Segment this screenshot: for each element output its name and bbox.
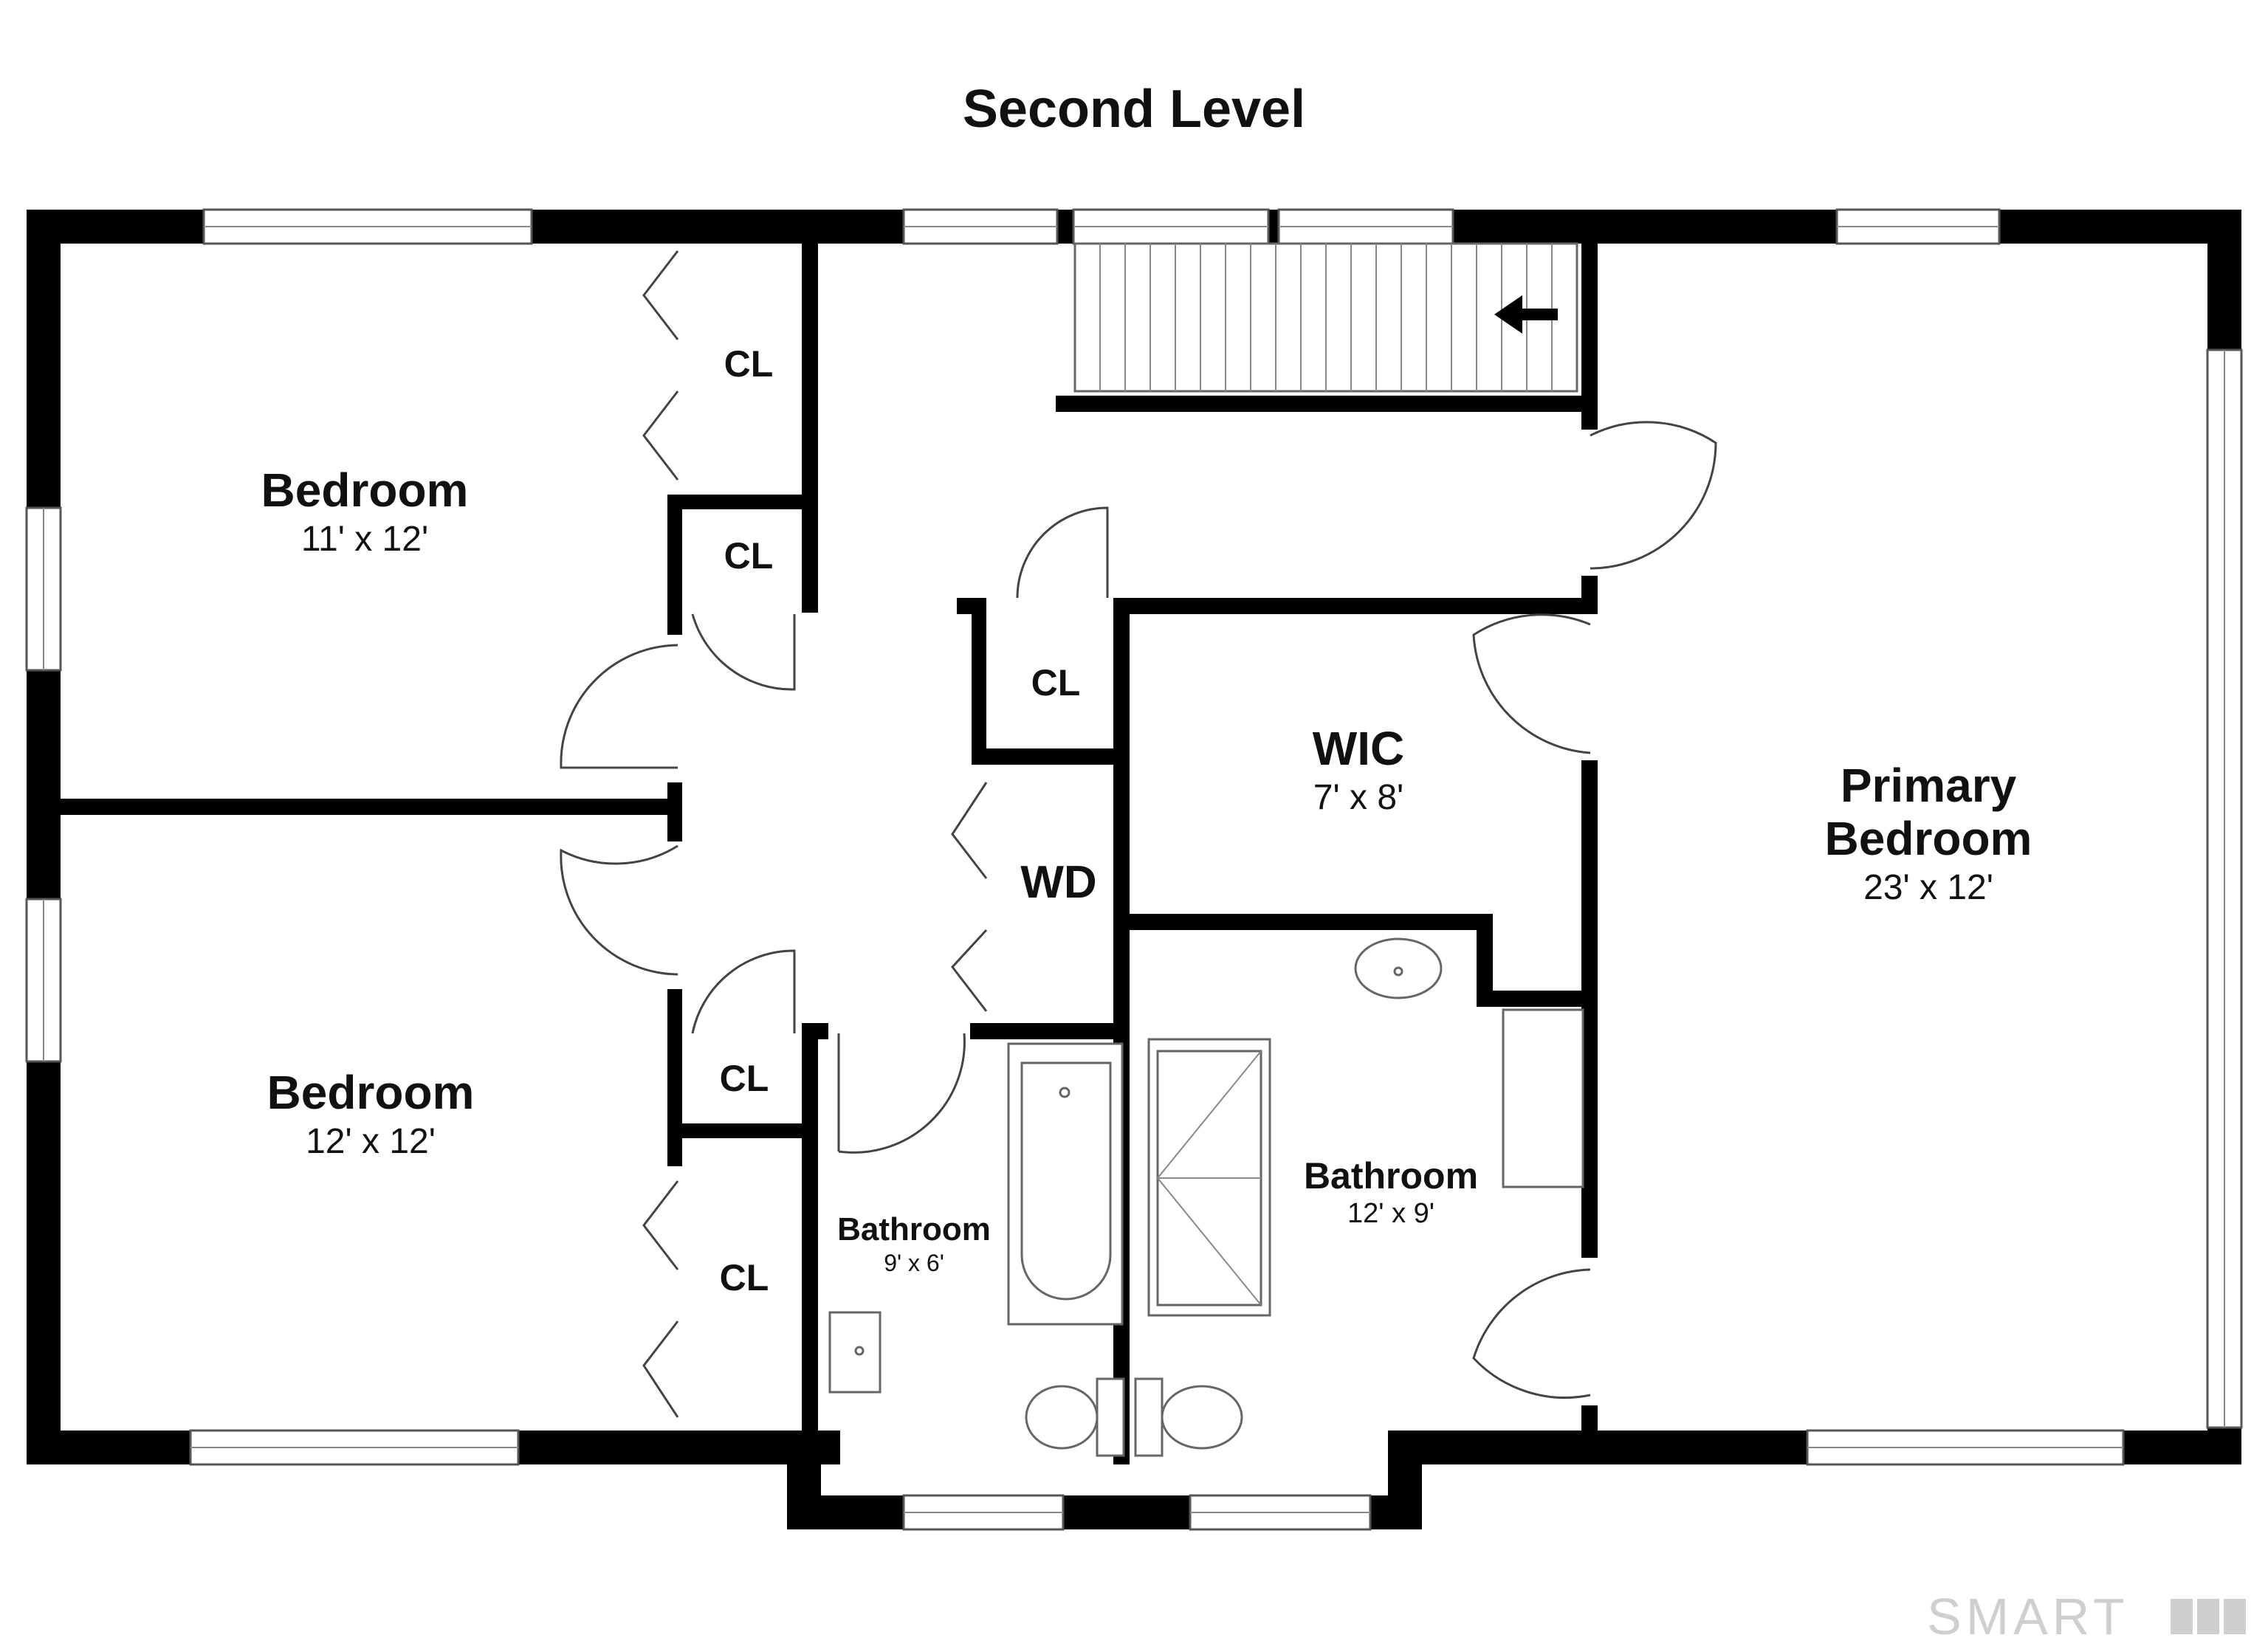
stair-direction-arrow-icon bbox=[1494, 295, 1558, 334]
bedroom-top-dims: 11' x 12' bbox=[301, 520, 428, 559]
hall-bathroom-name: Bathroom bbox=[837, 1211, 991, 1247]
doors bbox=[560, 421, 1717, 1399]
shower bbox=[1147, 1038, 1271, 1317]
wic-name: WIC bbox=[1313, 722, 1404, 775]
bedroom-bottom-name: Bedroom bbox=[267, 1066, 475, 1119]
windows bbox=[25, 208, 2243, 1531]
vanity bbox=[1502, 1008, 1584, 1188]
bedroom-top-name: Bedroom bbox=[261, 464, 469, 517]
bifold-doors bbox=[642, 250, 988, 1418]
closet-2-label: CL bbox=[724, 535, 774, 576]
bedroom-bottom-dims: 12' x 12' bbox=[306, 1122, 436, 1161]
bathtub bbox=[1007, 1042, 1124, 1326]
primary-bath-sink bbox=[1354, 937, 1443, 999]
primary-bedroom-dims: 23' x 12' bbox=[1863, 868, 1993, 907]
primary-bathroom-dims: 12' x 9' bbox=[1347, 1198, 1434, 1229]
toilets bbox=[1025, 1377, 1243, 1457]
primary-bathroom-name: Bathroom bbox=[1304, 1155, 1478, 1197]
wic-dims: 7' x 8' bbox=[1313, 778, 1403, 817]
hall-bathroom-dims: 9' x 6' bbox=[884, 1250, 944, 1276]
closet-4-label: CL bbox=[720, 1058, 769, 1099]
interior-walls bbox=[61, 244, 1598, 1464]
smart-mls-logo: SMART bbox=[1927, 1588, 2246, 1645]
closet-1-label: CL bbox=[724, 343, 774, 385]
primary-bedroom-name-line1: Primary bbox=[1841, 759, 2017, 812]
primary-bedroom-name-line2: Bedroom bbox=[1825, 812, 2032, 865]
closet-3-label: CL bbox=[1031, 662, 1081, 703]
laundry-label: WD bbox=[1020, 857, 1096, 908]
logo-text: SMART bbox=[1927, 1588, 2129, 1645]
closet-5-label: CL bbox=[720, 1257, 769, 1298]
hall-sink bbox=[828, 1311, 882, 1394]
plan-title: Second Level bbox=[963, 80, 1305, 139]
